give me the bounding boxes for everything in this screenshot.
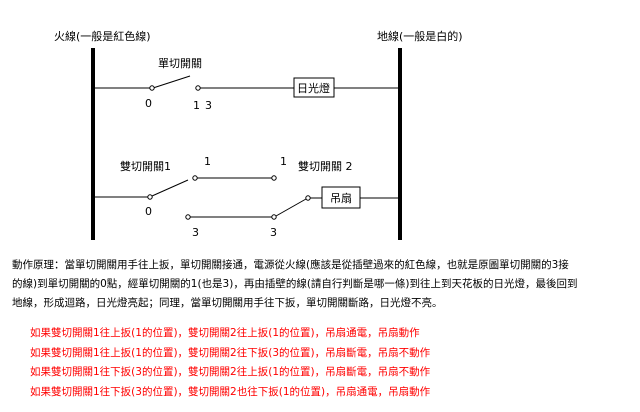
- condition-item: 如果雙切開關1往上扳(1的位置)，雙切開關2往下扳(3的位置)，吊扇斷電，吊扇不…: [30, 346, 431, 359]
- dual-switch1-blade: [151, 179, 189, 197]
- dual-switch2-blade: [275, 198, 307, 217]
- single-switch-pos-3: 3: [205, 99, 212, 112]
- condition-item: 如果雙切開關1往下扳(3的位置)，雙切開關2往上扳(1的位置)，吊扇斷電，吊扇不…: [30, 366, 431, 378]
- dual-switch1-pos-0: 0: [145, 205, 152, 218]
- single-switch-label: 單切開關: [158, 57, 202, 70]
- single-switch-pos-1: 1: [193, 99, 200, 112]
- dual-switch1-label: 雙切開關1: [120, 160, 171, 173]
- single-switch-blade: [152, 75, 191, 89]
- neutral-wire-label: 地線(一般是白的): [377, 29, 463, 43]
- dual-switch2-contact-3: [271, 214, 277, 220]
- fan-label: 吊扇: [330, 191, 352, 205]
- dual-switch1-contact-3: [185, 214, 191, 220]
- description-line: 的線)到單切開關的0點，經單切開關的1(也是3)，再由插壁的線(請自行判斷是哪一…: [12, 278, 578, 290]
- circuit-diagram: 火線(一般是紅色線) 地線(一般是白的) 單切開關 0 1 3 日光燈 雙切開關…: [54, 29, 463, 240]
- dual-switch1-pos-1: 1: [204, 155, 211, 168]
- operation-description: 動作原理：當單切開關用手往上扳，單切開關接通，電源從火線(應該是從插壁過來的紅色…: [12, 256, 632, 313]
- description-line: 地線，形成迴路，日光燈亮起；同理，當單切開關用手往下扳，單切開關斷路，日光燈不亮…: [12, 297, 443, 309]
- condition-item: 如果雙切開關1往上扳(1的位置)，雙切開關2往上扳(1的位置)，吊扇通電，吊扇動…: [30, 327, 420, 339]
- description-line: 動作原理：當單切開關用手往上扳，單切開關接通，電源從火線(應該是從插壁過來的紅色…: [12, 259, 569, 271]
- single-switch-contact-0: [149, 85, 155, 91]
- single-switch-pos-0: 0: [145, 97, 152, 110]
- dual-switch1-pos-3: 3: [192, 226, 199, 239]
- dual-switch2-label: 雙切開關 2: [298, 160, 353, 173]
- dual-switch2-pos-1: 1: [280, 155, 287, 168]
- dual-switch1-common: [147, 194, 153, 200]
- single-switch-contact-1: [195, 85, 201, 91]
- condition-item: 如果雙切開關1往下扳(3的位置)，雙切開關2也往下扳(1的位置)，吊扇通電，吊扇…: [30, 385, 431, 398]
- dual-switch2-contact-1: [271, 175, 277, 181]
- dual-switch2-common: [305, 195, 311, 201]
- dual-switch2-pos-3: 3: [270, 226, 277, 239]
- live-wire-label: 火線(一般是紅色線): [54, 29, 151, 43]
- switch-conditions-list: 如果雙切開關1往上扳(1的位置)，雙切開關2往上扳(1的位置)，吊扇通電，吊扇動…: [30, 324, 430, 402]
- dual-switch1-contact-1: [192, 175, 198, 181]
- lamp-label: 日光燈: [297, 81, 330, 95]
